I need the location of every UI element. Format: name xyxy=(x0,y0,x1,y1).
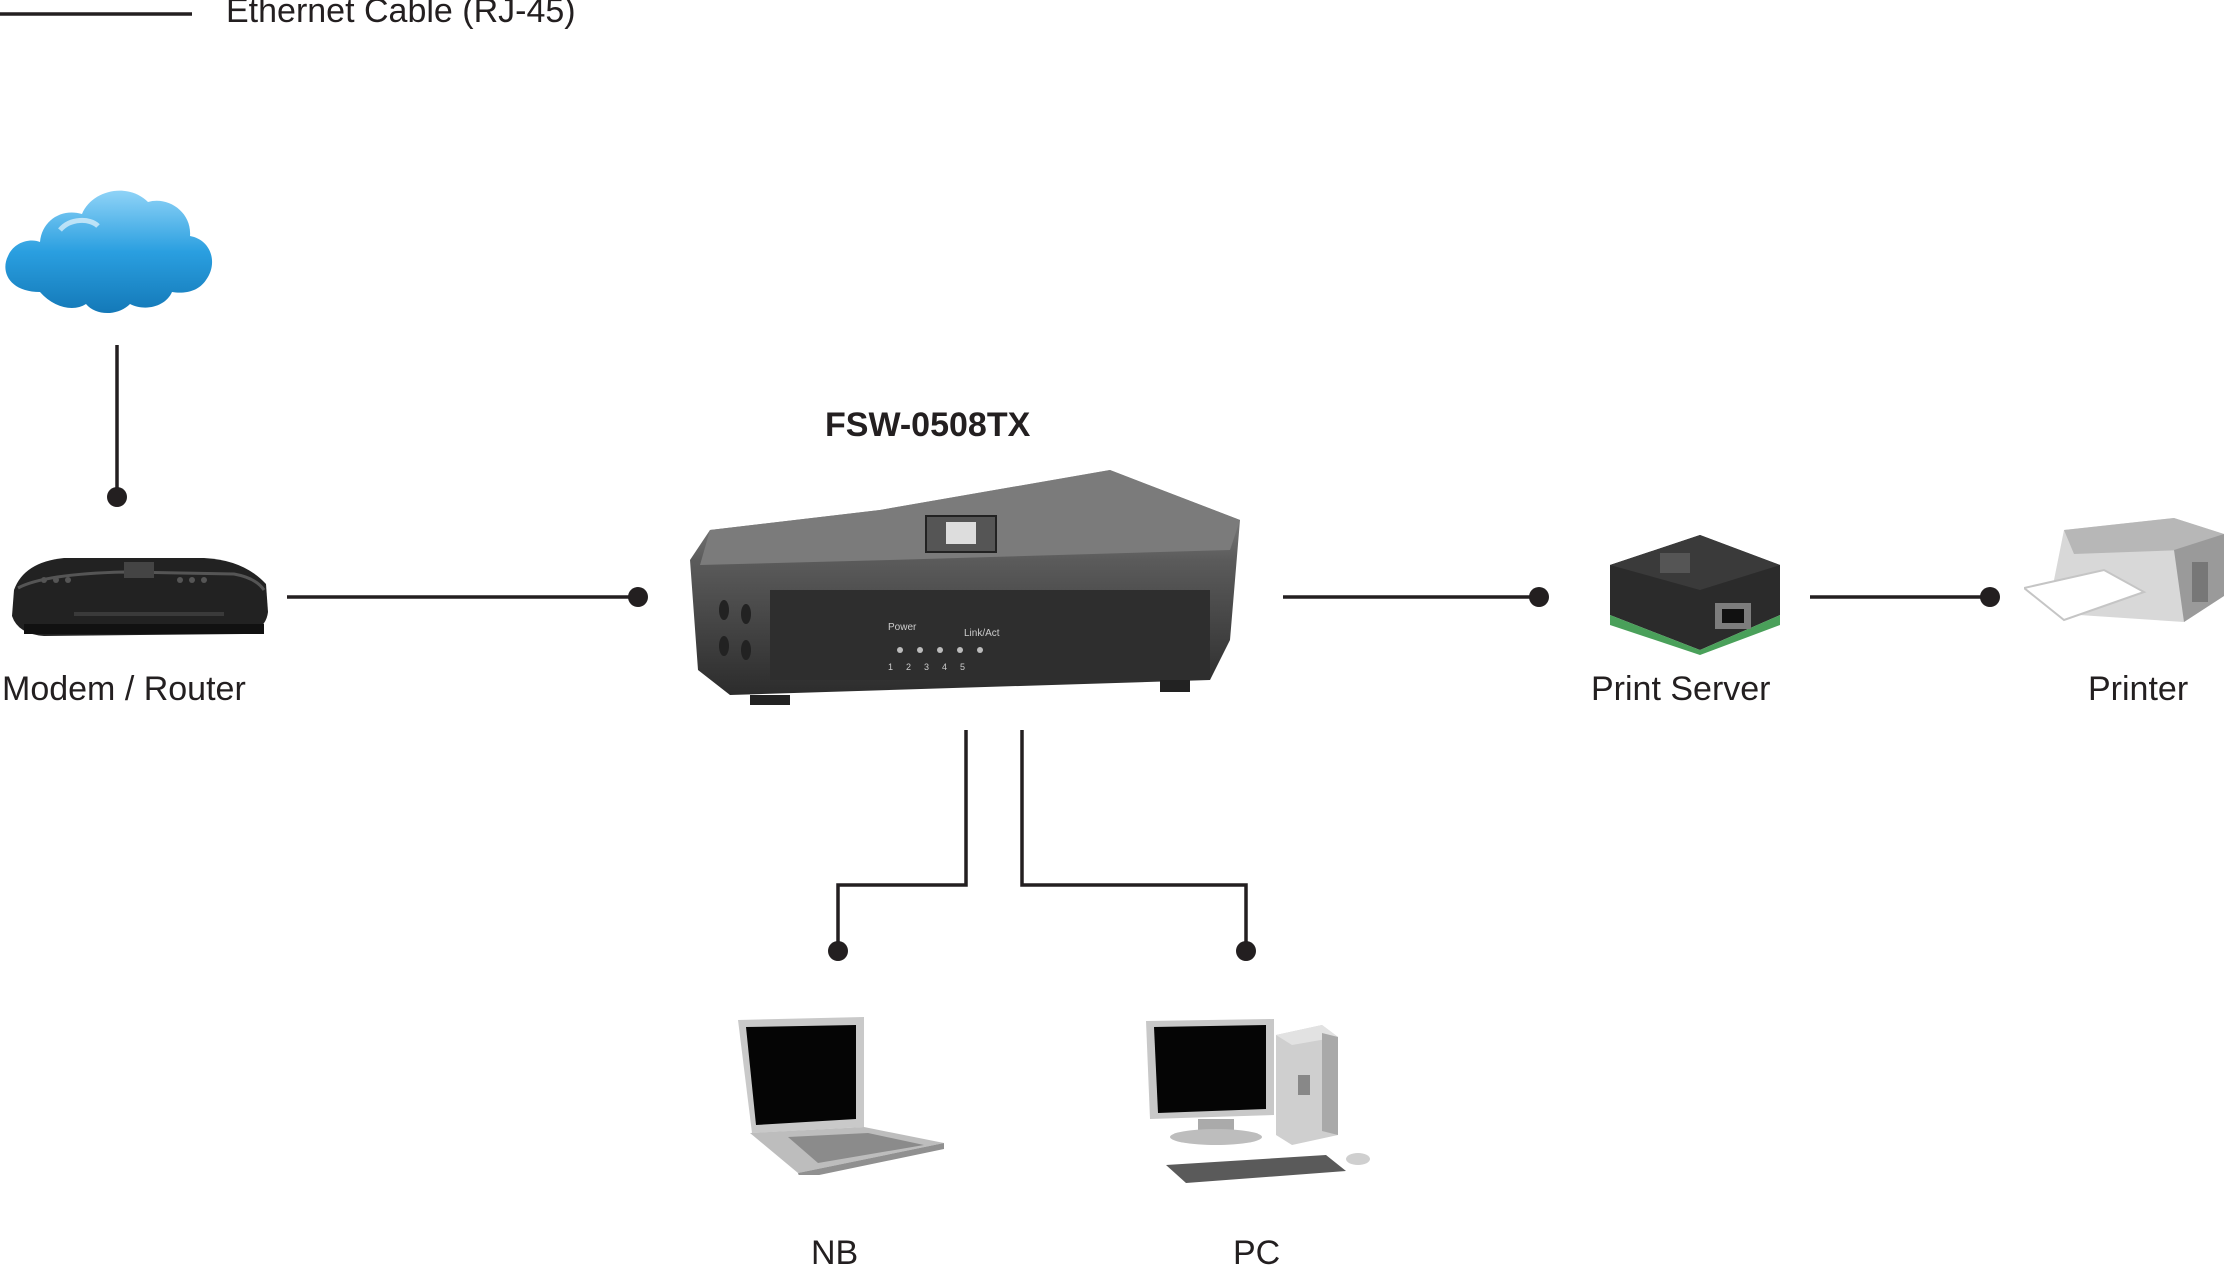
router-icon xyxy=(12,558,268,636)
switch-port-4: 4 xyxy=(942,662,947,672)
switch-link-text: Link/Act xyxy=(964,628,1000,639)
desktop-pc-icon xyxy=(1146,1019,1370,1183)
cloud-icon xyxy=(5,190,213,313)
switch-port-5: 5 xyxy=(960,662,965,672)
printer-icon xyxy=(2024,518,2224,622)
pc-port-dot xyxy=(1236,941,1256,961)
printserver-port-dot xyxy=(1529,587,1549,607)
print-server-icon xyxy=(1610,535,1780,655)
legend-label: Ethernet Cable (RJ-45) xyxy=(226,0,576,30)
nb-label: NB xyxy=(811,1234,859,1272)
nb-port-dot xyxy=(828,941,848,961)
switch-port-3: 3 xyxy=(924,662,929,672)
switch-port-2: 2 xyxy=(906,662,911,672)
switch-port-dot xyxy=(628,587,648,607)
switch-power-text: Power xyxy=(888,622,917,633)
laptop-icon xyxy=(738,1017,944,1175)
modem-port-dot xyxy=(107,487,127,507)
switch-to-pc-cable xyxy=(1020,730,1248,950)
print-server-label: Print Server xyxy=(1591,670,1771,708)
printer-label: Printer xyxy=(2088,670,2189,708)
printer-port-dot xyxy=(1980,587,2000,607)
pc-label: PC xyxy=(1233,1234,1281,1272)
modem-label: Modem / Router xyxy=(2,670,246,708)
network-switch-icon: Power Link/Act 1 2 3 4 5 xyxy=(690,470,1240,705)
switch-model-title: FSW-0508TX xyxy=(825,406,1031,444)
switch-to-nb-cable xyxy=(836,730,968,950)
switch-port-1: 1 xyxy=(888,662,893,672)
